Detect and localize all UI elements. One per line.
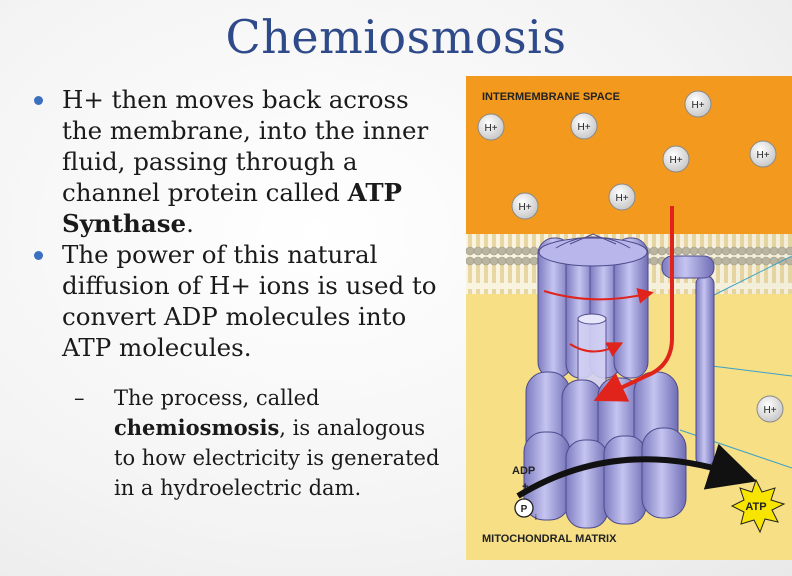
- svg-text:H+: H+: [615, 193, 628, 204]
- bullet-item: The power of this natural diffusion of H…: [30, 239, 450, 363]
- bullet-dot-icon: [34, 96, 43, 105]
- sub-bullet-item: – The process, called chemiosmosis, is a…: [30, 383, 450, 503]
- svg-text:H+: H+: [577, 122, 590, 133]
- hydrogen-ion: H+: [662, 145, 690, 173]
- matrix-label: MITOCHONDRAL MATRIX: [482, 533, 617, 545]
- svg-text:H+: H+: [518, 202, 531, 213]
- synthesis-arrow: [516, 443, 757, 499]
- hydrogen-ion: H+: [749, 140, 777, 168]
- slide-title: Chemiosmosis: [225, 10, 567, 64]
- bullet-text: The power of this natural diffusion of H…: [62, 240, 437, 362]
- sub-bullet-text-end: , is analogous to how electricity is gen…: [114, 416, 440, 500]
- svg-text:H+: H+: [763, 405, 776, 416]
- adp-label: ADP: [512, 465, 535, 477]
- hydrogen-ion: H+: [608, 183, 636, 211]
- atp-synthase-protein: [523, 233, 715, 529]
- bullet-bold-text: ATP Synthase: [62, 178, 402, 238]
- atp-label: ATP: [745, 501, 766, 513]
- bullet-text: H+ then moves back across the membrane, …: [62, 85, 429, 207]
- hydrogen-ion: H+: [511, 192, 539, 220]
- bullet-text-end: .: [186, 209, 194, 238]
- svg-text:H+: H+: [484, 123, 497, 134]
- hydrogen-ion: H+: [756, 395, 784, 423]
- svg-text:H+: H+: [669, 155, 682, 166]
- svg-text:H+: H+: [756, 150, 769, 161]
- phosphate-icon: P i: [514, 498, 537, 522]
- hydrogen-ion: H+: [570, 112, 598, 140]
- sub-bullet-bold-text: chemiosmosis: [114, 415, 280, 440]
- svg-text:i: i: [535, 513, 537, 522]
- hydrogen-ion: H+: [477, 113, 505, 141]
- bullet-dot-icon: [34, 251, 43, 260]
- hydrogen-ion: H+: [684, 90, 712, 118]
- slide-body: H+ then moves back across the membrane, …: [30, 84, 450, 503]
- bullet-item: H+ then moves back across the membrane, …: [30, 84, 450, 239]
- proton-flow-arrow: [593, 206, 674, 402]
- sub-bullet-text: The process, called: [114, 386, 320, 410]
- sub-bullet-dash: –: [74, 386, 85, 410]
- intermembrane-label: INTERMEMBRANE SPACE: [482, 91, 620, 103]
- svg-text:H+: H+: [691, 100, 704, 111]
- plus-label: +: [522, 481, 528, 493]
- atp-synthase-diagram: INTERMEMBRANE SPACE H+ H+ H+ H+ H+ H+ H+…: [466, 76, 792, 560]
- atp-starburst-icon: ATP: [730, 478, 786, 534]
- svg-text:P: P: [521, 504, 528, 515]
